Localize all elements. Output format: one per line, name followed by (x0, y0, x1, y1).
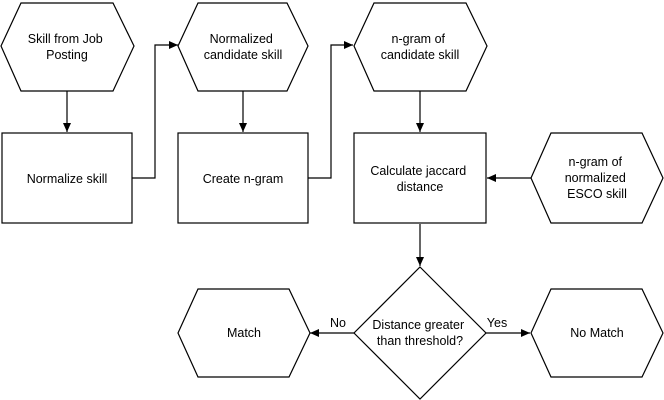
node-match: Match (177, 288, 311, 378)
node-no-match-label: No Match (570, 326, 624, 340)
node-ngram-esco-skill: n-gram of normalized ESCO skill (530, 132, 664, 224)
node-skill-from-job-posting: Skill from Job Posting (0, 2, 135, 92)
node-ngram-candidate-skill: n-gram of candidate skill (353, 2, 488, 92)
node-normalize-skill: Normalize skill (1, 132, 133, 224)
edge-label-yes: Yes (487, 316, 507, 330)
node-calculate-jaccard-label: Calculate jaccard distance (370, 164, 469, 194)
node-ngram-esco-skill-label: n-gram of normalized ESCO skill (565, 155, 630, 201)
node-calculate-jaccard: Calculate jaccard distance (353, 132, 487, 224)
node-normalize-skill-label: Normalize skill (27, 172, 108, 186)
edge-create-ngram-to-ngram-candidate (308, 41, 353, 179)
node-no-match: No Match (530, 288, 664, 378)
node-distance-decision-label: Distance greater than threshold? (372, 318, 467, 348)
node-create-ngram-label: Create n-gram (203, 172, 284, 186)
node-match-label: Match (227, 326, 261, 340)
edge-label-no: No (330, 316, 346, 330)
edges (63, 41, 531, 337)
node-distance-decision: Distance greater than threshold? (353, 266, 487, 400)
edge-normalize-to-normalized-candidate (132, 41, 178, 179)
node-normalized-candidate-skill-label: Normalized candidate skill (204, 32, 283, 62)
node-ngram-candidate-skill-label: n-gram of candidate skill (381, 32, 460, 62)
node-skill-from-job-posting-label: Skill from Job Posting (28, 32, 107, 62)
node-normalized-candidate-skill: Normalized candidate skill (177, 2, 309, 92)
node-create-ngram: Create n-gram (177, 132, 309, 224)
